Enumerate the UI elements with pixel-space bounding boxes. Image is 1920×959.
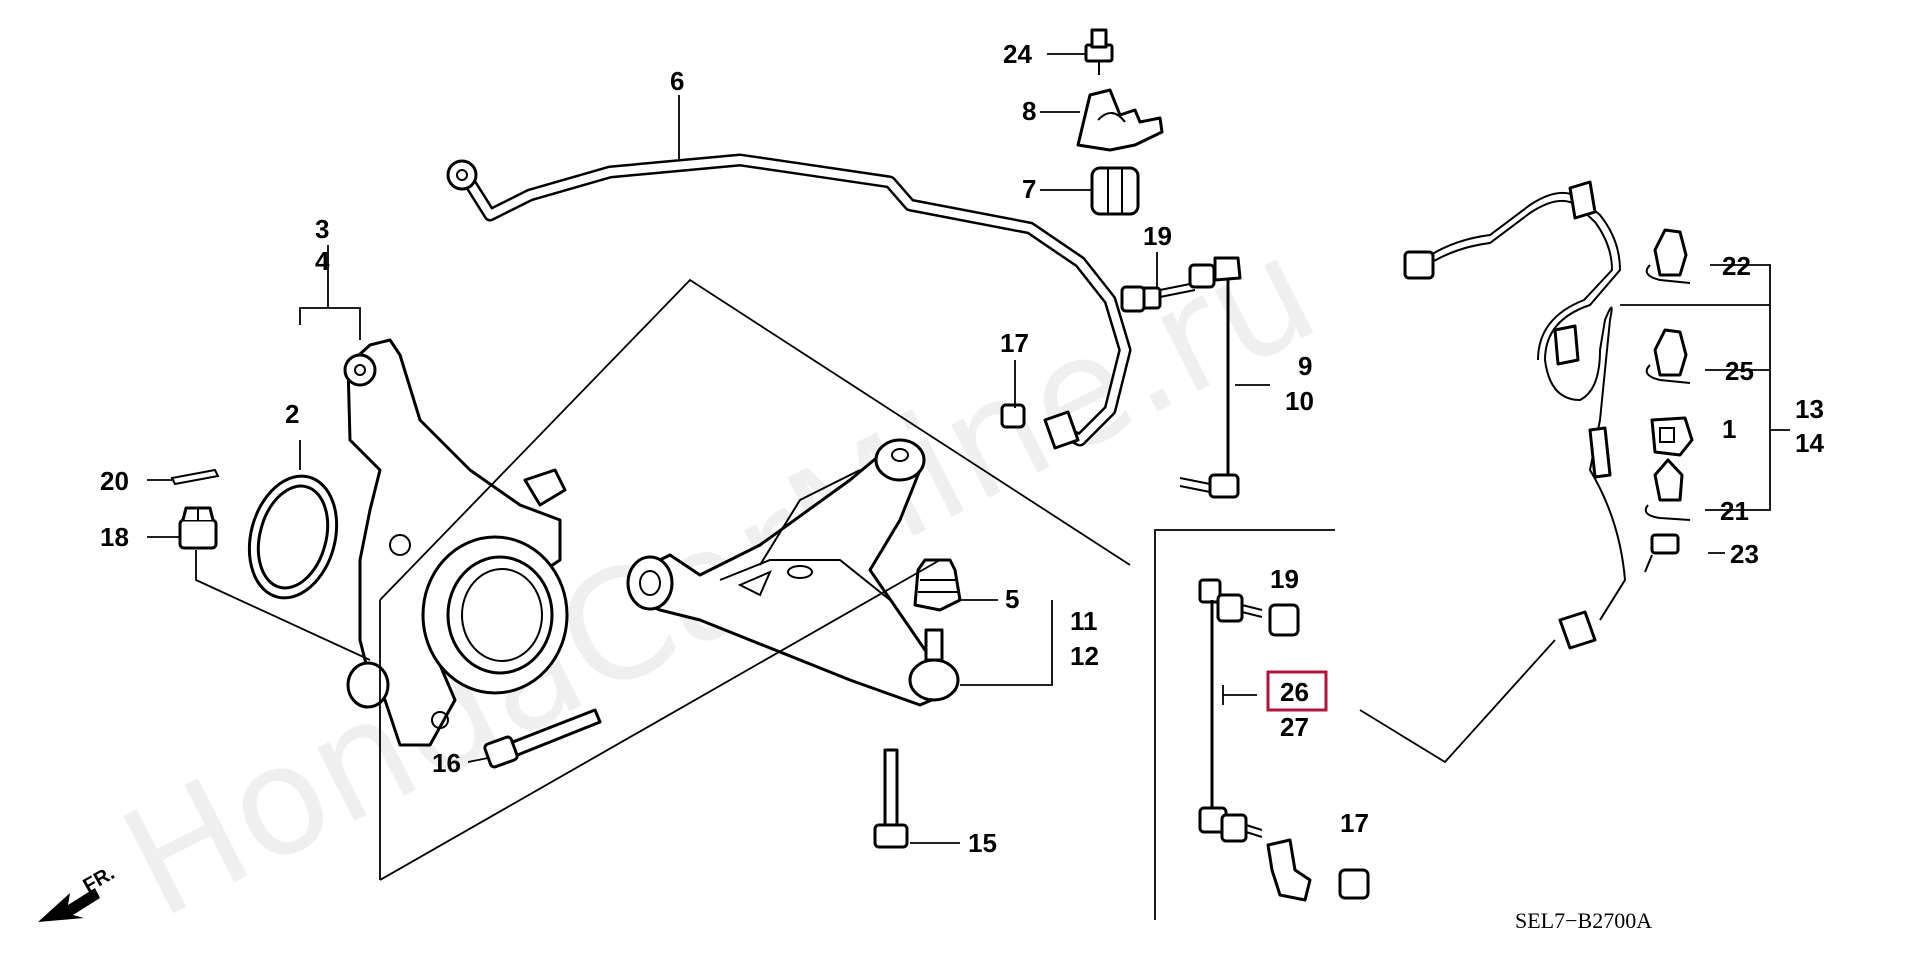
lower-arm-bolt[interactable] bbox=[873, 748, 909, 849]
callout-8: 8 bbox=[1022, 96, 1036, 126]
callout-13: 13 bbox=[1795, 394, 1824, 424]
callout-labels: 1 2 3 4 5 6 7 8 9 10 11 12 13 14 15 16 1… bbox=[100, 39, 1824, 858]
flange-bolt[interactable] bbox=[1084, 28, 1114, 75]
callout-4: 4 bbox=[315, 246, 330, 276]
stabilizer-bushing[interactable] bbox=[1090, 166, 1140, 216]
front-direction-arrow: FR. bbox=[38, 862, 118, 922]
ball-joint[interactable] bbox=[908, 628, 960, 702]
callout-21: 21 bbox=[1720, 496, 1749, 526]
detail-frame bbox=[1154, 529, 1335, 920]
direction-label: FR. bbox=[80, 862, 119, 897]
callout-15: 15 bbox=[968, 828, 997, 858]
self-locking-nut[interactable] bbox=[1120, 285, 1146, 313]
steering-knuckle[interactable] bbox=[343, 338, 569, 747]
snap-ring[interactable] bbox=[236, 466, 349, 608]
callout-5: 5 bbox=[1005, 584, 1019, 614]
sensor-detail-line bbox=[1359, 639, 1556, 764]
callout-7: 7 bbox=[1022, 174, 1036, 204]
flange-bolt[interactable] bbox=[1644, 533, 1680, 573]
stabilizer-link-upper[interactable] bbox=[1136, 256, 1242, 499]
sensor-bracket[interactable] bbox=[1650, 416, 1694, 457]
callout-1: 1 bbox=[1722, 414, 1736, 444]
callout-26: 26 bbox=[1280, 677, 1309, 707]
ball-joint-boot[interactable] bbox=[913, 558, 962, 612]
callout-18: 18 bbox=[100, 522, 129, 552]
callout-24: 24 bbox=[1003, 39, 1032, 69]
cotter-pin[interactable] bbox=[170, 468, 220, 486]
callout-12: 12 bbox=[1070, 641, 1099, 671]
callout-10: 10 bbox=[1285, 386, 1314, 416]
callout-9: 9 bbox=[1298, 351, 1312, 381]
self-locking-nut[interactable] bbox=[1268, 603, 1300, 637]
bushing-holder[interactable] bbox=[1076, 88, 1164, 152]
self-locking-nut[interactable] bbox=[1338, 868, 1370, 900]
harness-clip[interactable] bbox=[1644, 458, 1691, 521]
self-locking-nut[interactable] bbox=[1000, 403, 1026, 429]
callout-25: 25 bbox=[1725, 356, 1754, 386]
wheel-speed-sensor-harness[interactable] bbox=[1403, 180, 1627, 650]
harness-clip[interactable] bbox=[1645, 328, 1691, 384]
callout-17-lower: 17 bbox=[1340, 808, 1369, 838]
callout-14: 14 bbox=[1795, 428, 1824, 458]
leader-lines bbox=[147, 53, 1790, 881]
knuckle-bolt[interactable] bbox=[483, 708, 602, 769]
callout-26-highlight bbox=[1266, 670, 1328, 712]
castle-nut[interactable] bbox=[178, 506, 218, 550]
diagram-code: SEL7−B2700A bbox=[1515, 908, 1652, 933]
callout-23: 23 bbox=[1730, 539, 1759, 569]
stabilizer-bar[interactable] bbox=[446, 153, 1132, 450]
harness-clip[interactable] bbox=[1645, 228, 1691, 284]
callout-2: 2 bbox=[285, 399, 299, 429]
callout-22: 22 bbox=[1722, 251, 1751, 281]
stabilizer-link-lower[interactable] bbox=[1198, 578, 1312, 902]
callout-20: 20 bbox=[100, 466, 129, 496]
callout-17-upper: 17 bbox=[1000, 328, 1029, 358]
callout-27: 27 bbox=[1280, 712, 1309, 742]
callout-11: 11 bbox=[1070, 606, 1098, 636]
lower-arm[interactable] bbox=[626, 438, 957, 707]
callout-19-lower: 19 bbox=[1270, 564, 1299, 594]
callout-6: 6 bbox=[670, 66, 684, 96]
callout-3: 3 bbox=[315, 214, 329, 244]
callout-16: 16 bbox=[432, 748, 461, 778]
callout-19-upper: 19 bbox=[1143, 221, 1172, 251]
